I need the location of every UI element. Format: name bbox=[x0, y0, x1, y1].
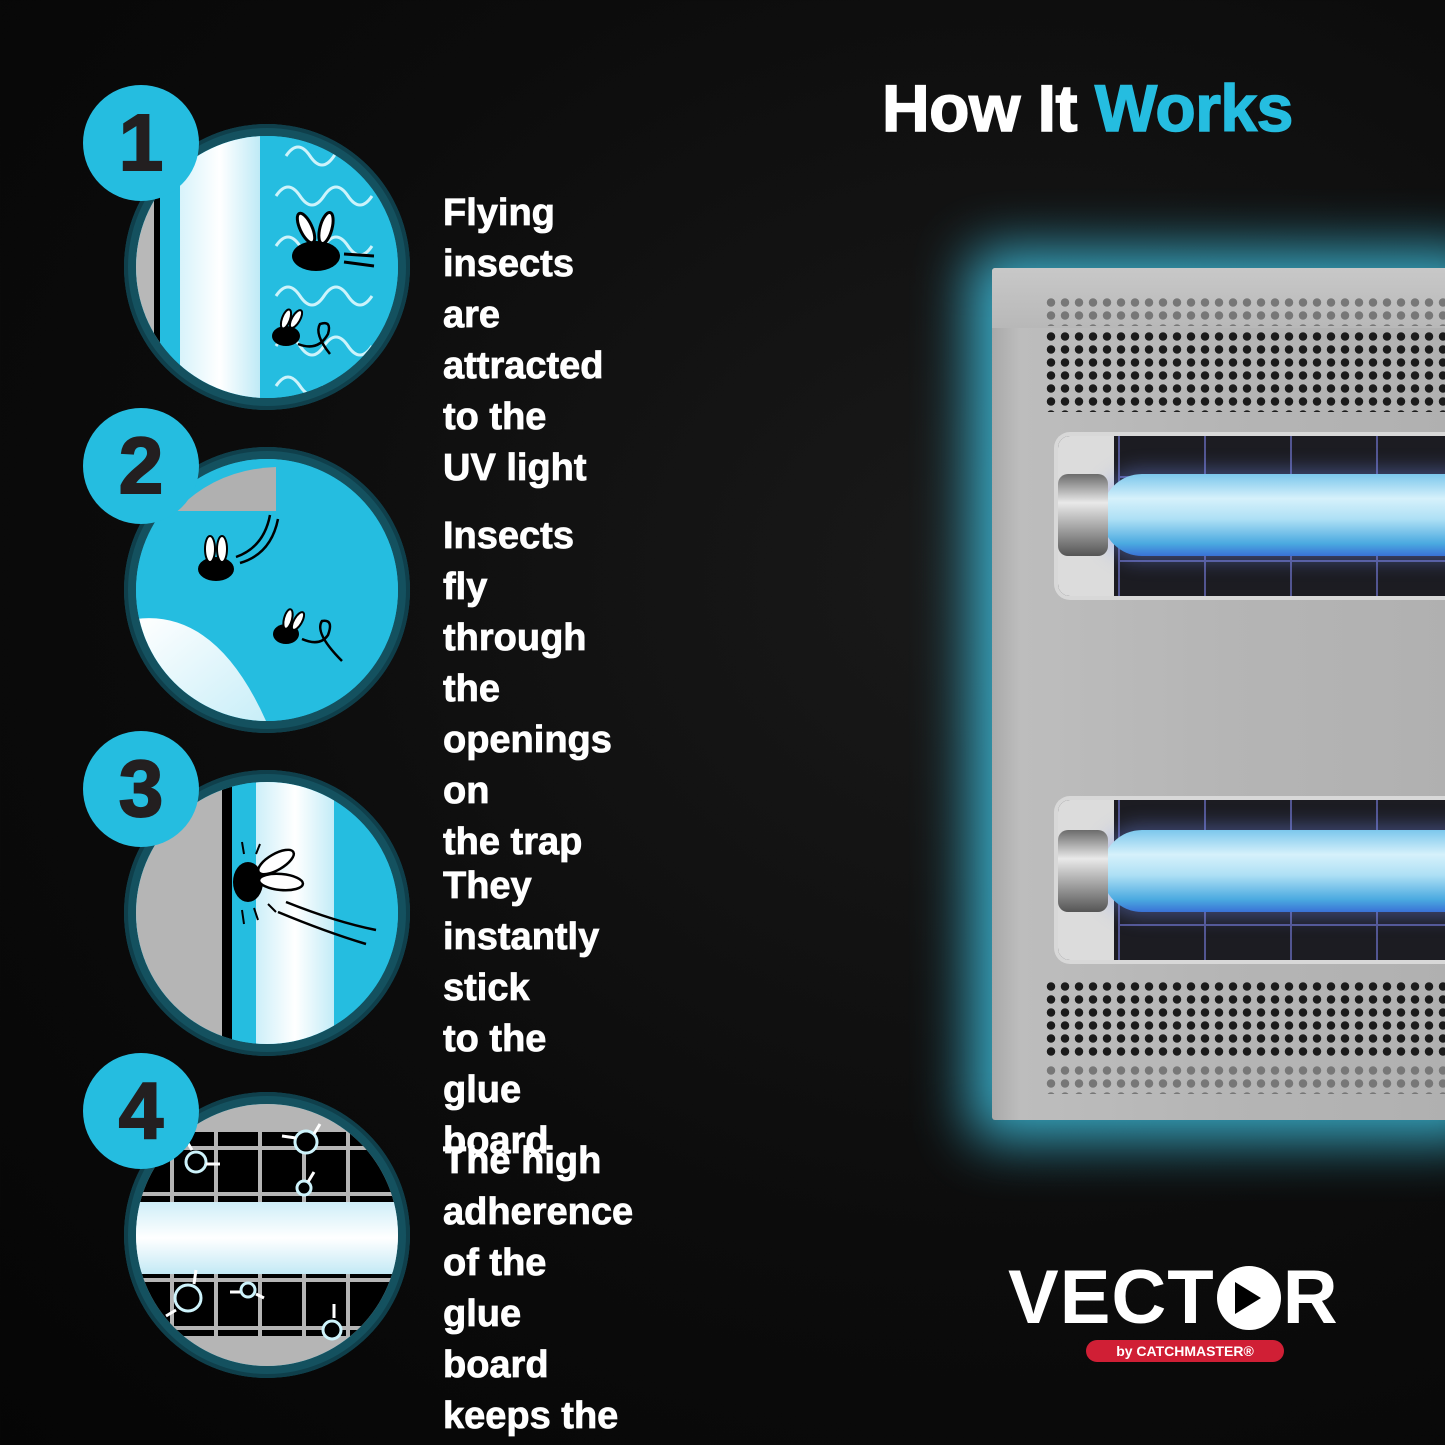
uv-tube-top bbox=[1102, 474, 1445, 556]
perforated-vent-top-upper bbox=[1044, 296, 1445, 326]
perforated-vent-bottom bbox=[1044, 980, 1445, 1060]
uv-tube-endcap bbox=[1058, 474, 1108, 556]
step-2-description: Insects fly through the openings on the … bbox=[443, 515, 613, 864]
insect-play-icon bbox=[1216, 1266, 1281, 1330]
vector-logo: VECT R by CATCHMASTER® bbox=[1008, 1258, 1368, 1362]
uv-tube-slot-bottom bbox=[1054, 796, 1445, 964]
logo-wordmark: VECT R bbox=[1008, 1258, 1368, 1338]
step-3-description: They instantly stick to the glue board bbox=[443, 865, 600, 1163]
title-part-2: Works bbox=[1094, 70, 1294, 146]
title-part-1: How It bbox=[881, 70, 1078, 146]
step-number-badge: 2 bbox=[83, 408, 199, 524]
step-2: 2 Insects fly th bbox=[80, 405, 612, 863]
uv-tube-bottom bbox=[1102, 830, 1445, 912]
uv-insect-trap-device bbox=[992, 268, 1445, 1120]
step-4-description: The high adherence of the glue board kee… bbox=[443, 1140, 634, 1438]
perforated-vent-bottom-lower bbox=[1044, 1064, 1445, 1094]
step-3: 3 They instantly stick to the glue bbox=[80, 728, 600, 1162]
page-title: How It Works bbox=[881, 70, 1294, 146]
logo-word-prefix: VECT bbox=[1008, 1255, 1215, 1340]
step-number-badge: 4 bbox=[83, 1053, 199, 1169]
step-4: 4 bbox=[80, 1050, 633, 1437]
step-1-description: Flying insects are attracted to the UV l… bbox=[443, 192, 604, 490]
perforated-vent-top bbox=[1044, 330, 1445, 412]
logo-word-suffix: R bbox=[1282, 1255, 1339, 1340]
step-number-badge: 3 bbox=[83, 731, 199, 847]
uv-tube-endcap bbox=[1058, 830, 1108, 912]
step-1: 1 bbox=[80, 82, 604, 489]
catchmaster-badge: by CATCHMASTER® bbox=[1086, 1340, 1284, 1362]
step-number-badge: 1 bbox=[83, 85, 199, 201]
uv-tube-slot-top bbox=[1054, 432, 1445, 600]
